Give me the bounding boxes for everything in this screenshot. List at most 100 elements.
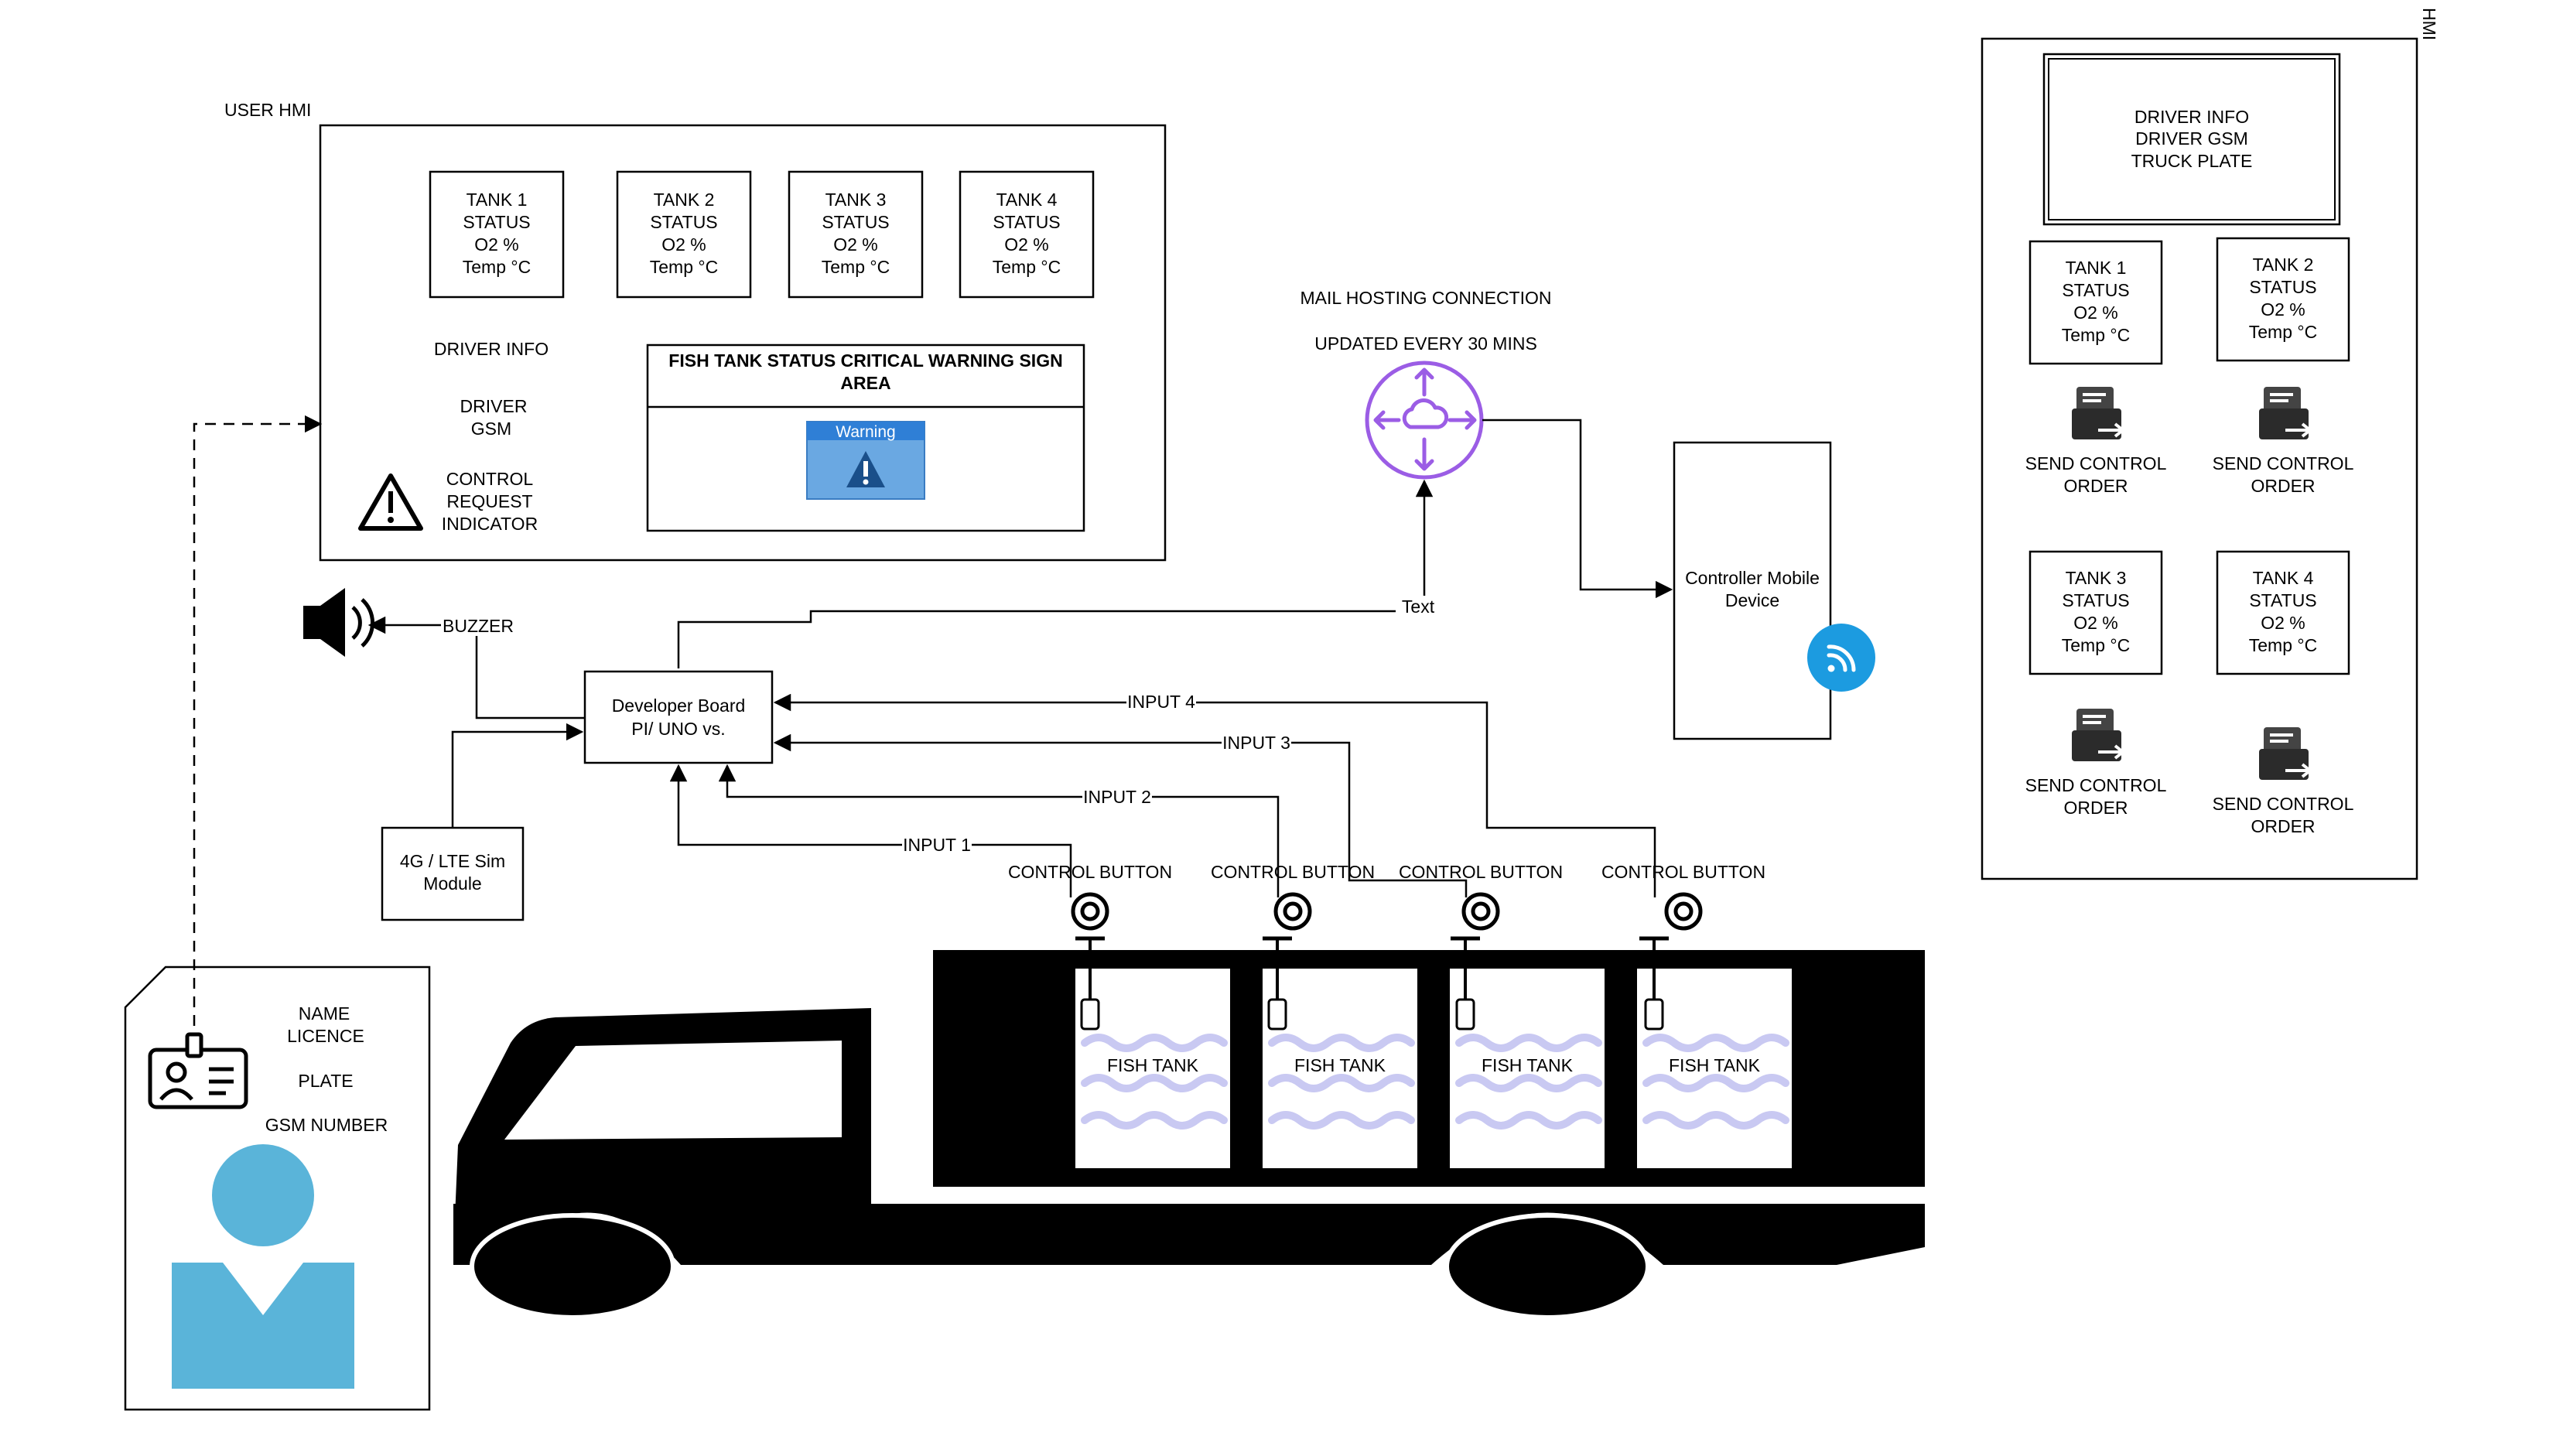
sim-module-box <box>381 826 525 921</box>
hmi-title: HMI <box>2419 8 2439 40</box>
tank-4-temp: Temp °C <box>993 257 1061 277</box>
tank-3-temp: Temp °C <box>822 257 890 277</box>
control-request-label-1: CONTROL <box>446 469 534 489</box>
developer-board-box <box>583 670 774 764</box>
hmi-tank-1-status: STATUS <box>2062 280 2129 300</box>
tank-4-status: STATUS <box>993 212 1060 232</box>
connector-text-label: Text <box>1402 596 1435 617</box>
driver-gsm-label-2: GSM <box>471 419 511 439</box>
input-1-label: INPUT 1 <box>903 835 971 855</box>
warning-sign-label: Warning <box>836 423 895 441</box>
developer-board-label-2: PI/ UNO vs. <box>631 719 725 739</box>
wifi-icon <box>1807 624 1875 692</box>
user-hmi-tank-2: TANK 2 STATUS O2 % Temp °C <box>616 170 752 299</box>
connector-board-cloud <box>677 479 1434 668</box>
hmi-tank-3-o2: O2 % <box>2073 613 2118 633</box>
send-order-2-label-2: ORDER <box>2251 476 2315 496</box>
sim-module-label-2: Module <box>423 873 481 894</box>
id-gsm-label: GSM NUMBER <box>265 1115 388 1135</box>
hmi-tank-3-status: STATUS <box>2062 590 2129 610</box>
user-hmi-tank-3: TANK 3 STATUS O2 % Temp °C <box>788 170 924 299</box>
tank-3-status: STATUS <box>822 212 889 232</box>
mail-send-icon <box>2072 709 2126 761</box>
mail-send-icon <box>2072 387 2126 439</box>
mail-send-icon <box>2259 387 2313 439</box>
warning-area: FISH TANK STATUS CRITICAL WARNING SIGN A… <box>646 343 1085 532</box>
connector-input-4 <box>773 693 1656 897</box>
hmi-tank-1-o2: O2 % <box>2073 302 2118 323</box>
control-button-label-2: CONTROL BUTTON <box>1211 862 1375 882</box>
input-4-label: INPUT 4 <box>1127 692 1195 712</box>
mail-send-icon <box>2259 727 2313 780</box>
hmi-tank-3: TANK 3 STATUS O2 % Temp °C <box>2029 550 2163 675</box>
send-order-2[interactable]: SEND CONTROL ORDER <box>2213 387 2354 496</box>
hmi-driver-gsm: DRIVER GSM <box>2135 128 2248 149</box>
tank-2-status: STATUS <box>650 212 717 232</box>
tank-3-o2: O2 % <box>833 234 878 255</box>
driver-info-label: DRIVER INFO <box>434 339 549 359</box>
hmi-tank-2-title: TANK 2 <box>2253 255 2314 275</box>
button-icon-1[interactable] <box>1071 892 1109 1030</box>
fish-tank-1: FISH TANK <box>1075 969 1230 1168</box>
hmi-tank-4-status: STATUS <box>2249 590 2316 610</box>
buzzer-label: BUZZER <box>443 616 514 636</box>
hmi-tank-1: TANK 1 STATUS O2 % Temp °C <box>2029 240 2163 365</box>
user-hmi-tank-1: TANK 1 STATUS O2 % Temp °C <box>429 170 565 299</box>
button-icon-3[interactable] <box>1451 892 1500 1030</box>
send-order-3[interactable]: SEND CONTROL ORDER <box>2025 709 2167 818</box>
tank-4-title: TANK 4 <box>996 190 1058 210</box>
connector-buzzer <box>367 616 584 719</box>
send-order-4-label-1: SEND CONTROL <box>2213 794 2354 814</box>
user-hmi-tank-4: TANK 4 STATUS O2 % Temp °C <box>959 170 1095 299</box>
control-button-label-1: CONTROL BUTTON <box>1008 862 1172 882</box>
button-icon-4[interactable] <box>1639 892 1703 1030</box>
id-licence-label: LICENCE <box>287 1026 364 1046</box>
person-icon <box>172 1144 354 1389</box>
control-button-label-4: CONTROL BUTTON <box>1601 862 1765 882</box>
input-2-label: INPUT 2 <box>1083 787 1151 807</box>
mail-hosting-label: MAIL HOSTING CONNECTION <box>1301 288 1552 308</box>
connector-input-2 <box>718 764 1280 897</box>
control-request-label-2: REQUEST <box>446 491 532 511</box>
hmi-driver-box: DRIVER INFO DRIVER GSM TRUCK PLATE <box>2042 53 2341 226</box>
connector-id-hmi <box>193 415 323 1044</box>
warning-icon <box>358 473 423 531</box>
control-request-label-3: INDICATOR <box>442 514 538 534</box>
send-order-2-label-1: SEND CONTROL <box>2213 453 2354 473</box>
control-button-label-3: CONTROL BUTTON <box>1399 862 1563 882</box>
controller-label-1: Controller Mobile <box>1685 568 1820 588</box>
send-order-1-label-2: ORDER <box>2063 476 2128 496</box>
hmi-tank-2-status: STATUS <box>2249 277 2316 297</box>
fish-tank-1-label: FISH TANK <box>1107 1055 1199 1075</box>
connector-input-1 <box>669 764 1072 897</box>
tank-3-title: TANK 3 <box>825 190 887 210</box>
hmi-truck-plate: TRUCK PLATE <box>2131 151 2253 171</box>
send-order-1-label-1: SEND CONTROL <box>2025 453 2167 473</box>
developer-board-label-1: Developer Board <box>612 696 746 716</box>
send-order-1[interactable]: SEND CONTROL ORDER <box>2025 387 2167 496</box>
cloud-router-icon <box>1365 361 1484 480</box>
send-order-4-label-2: ORDER <box>2251 816 2315 836</box>
warning-sign: Warning <box>806 421 925 500</box>
id-name-label: NAME <box>299 1003 350 1024</box>
mail-update-label: UPDATED EVERY 30 MINS <box>1314 333 1537 354</box>
send-order-3-label-1: SEND CONTROL <box>2025 775 2167 795</box>
hmi-tank-4-temp: Temp °C <box>2249 635 2317 655</box>
warning-area-title-1: FISH TANK STATUS CRITICAL WARNING SIGN <box>668 350 1062 371</box>
tank-2-title: TANK 2 <box>654 190 715 210</box>
tank-2-temp: Temp °C <box>650 257 718 277</box>
controller-label-2: Device <box>1725 590 1779 610</box>
id-plate-label: PLATE <box>298 1071 353 1091</box>
connector-sim-board <box>451 723 584 828</box>
hmi-driver-info: DRIVER INFO <box>2134 107 2249 127</box>
hmi-tank-3-temp: Temp °C <box>2062 635 2130 655</box>
button-icon-2[interactable] <box>1263 892 1312 1030</box>
hmi-tank-2-temp: Temp °C <box>2249 322 2317 342</box>
connector-input-3 <box>773 733 1468 897</box>
send-order-4[interactable]: SEND CONTROL ORDER <box>2213 727 2354 836</box>
fish-tank-2: FISH TANK <box>1263 969 1417 1168</box>
hmi-tank-4: TANK 4 STATUS O2 % Temp °C <box>2216 550 2350 675</box>
fish-tank-3: FISH TANK <box>1450 969 1605 1168</box>
user-hmi-title: USER HMI <box>224 100 311 120</box>
